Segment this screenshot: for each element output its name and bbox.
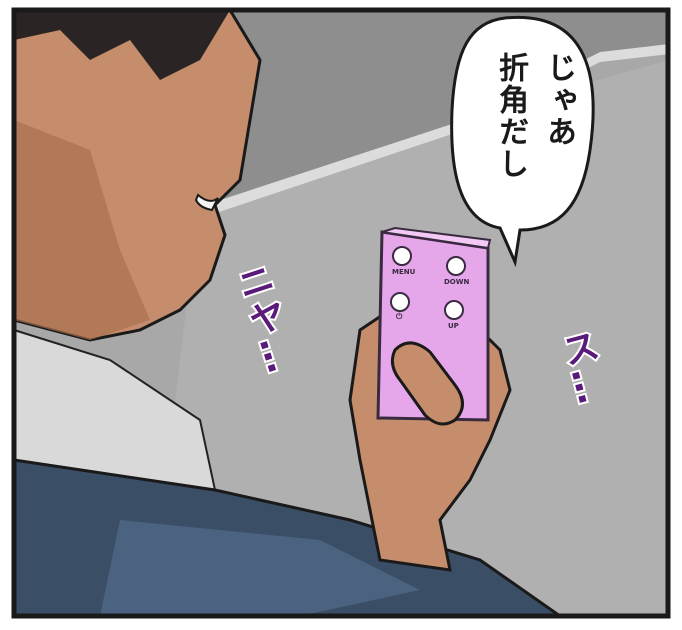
power-button-label: ⏻ bbox=[396, 312, 403, 321]
thumb bbox=[390, 341, 464, 426]
menu-button-label: MENU bbox=[392, 268, 416, 276]
down-button-label: DOWN bbox=[444, 278, 470, 286]
up-button-label: UP bbox=[448, 322, 459, 330]
down-button[interactable] bbox=[446, 256, 466, 276]
suit-shade bbox=[100, 520, 420, 616]
menu-button[interactable] bbox=[392, 246, 412, 266]
speech-bubble bbox=[450, 15, 595, 268]
up-button[interactable] bbox=[444, 300, 464, 320]
power-button[interactable] bbox=[390, 292, 410, 312]
speech-line-2: 折角だし bbox=[493, 52, 528, 180]
hair bbox=[14, 10, 230, 80]
mouth bbox=[194, 193, 219, 212]
face-shadow bbox=[14, 120, 150, 340]
speech-line-1: じゃあ bbox=[541, 52, 576, 148]
panel-frame bbox=[11, 7, 671, 619]
table-edge bbox=[205, 44, 670, 215]
